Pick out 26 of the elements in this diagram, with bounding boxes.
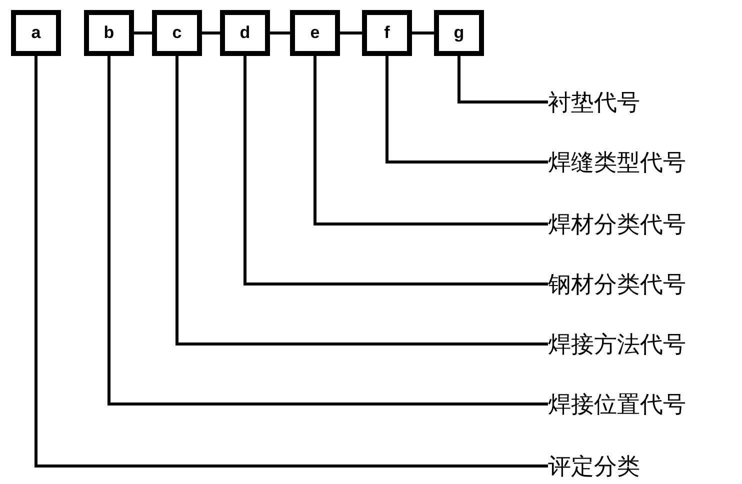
letter-box: b [84,10,134,56]
leader-line [386,56,548,164]
code-label: 焊缝类型代号 [548,146,686,178]
letter-box: a [11,10,61,56]
leader-line [314,56,548,226]
letter-box: d [220,10,270,56]
code-label: 钢材分类代号 [548,268,686,300]
leader-line [458,56,548,104]
code-label: 衬垫代号 [548,86,640,118]
letter-box: g [434,10,484,56]
leader-line [34,56,548,468]
connector-line [202,32,220,34]
connector-line [412,32,434,34]
letter-box: c [152,10,202,56]
letter-box: f [362,10,412,56]
code-label: 焊材分类代号 [548,208,686,240]
leader-line [108,56,548,406]
connector-line [134,32,152,34]
leader-line [244,56,548,286]
letter-box: e [290,10,340,56]
code-label: 焊接方法代号 [548,328,686,360]
code-label: 评定分类 [548,450,640,482]
leader-line [176,56,548,346]
connector-line [340,32,362,34]
connector-line [270,32,290,34]
code-label: 焊接位置代号 [548,388,686,420]
